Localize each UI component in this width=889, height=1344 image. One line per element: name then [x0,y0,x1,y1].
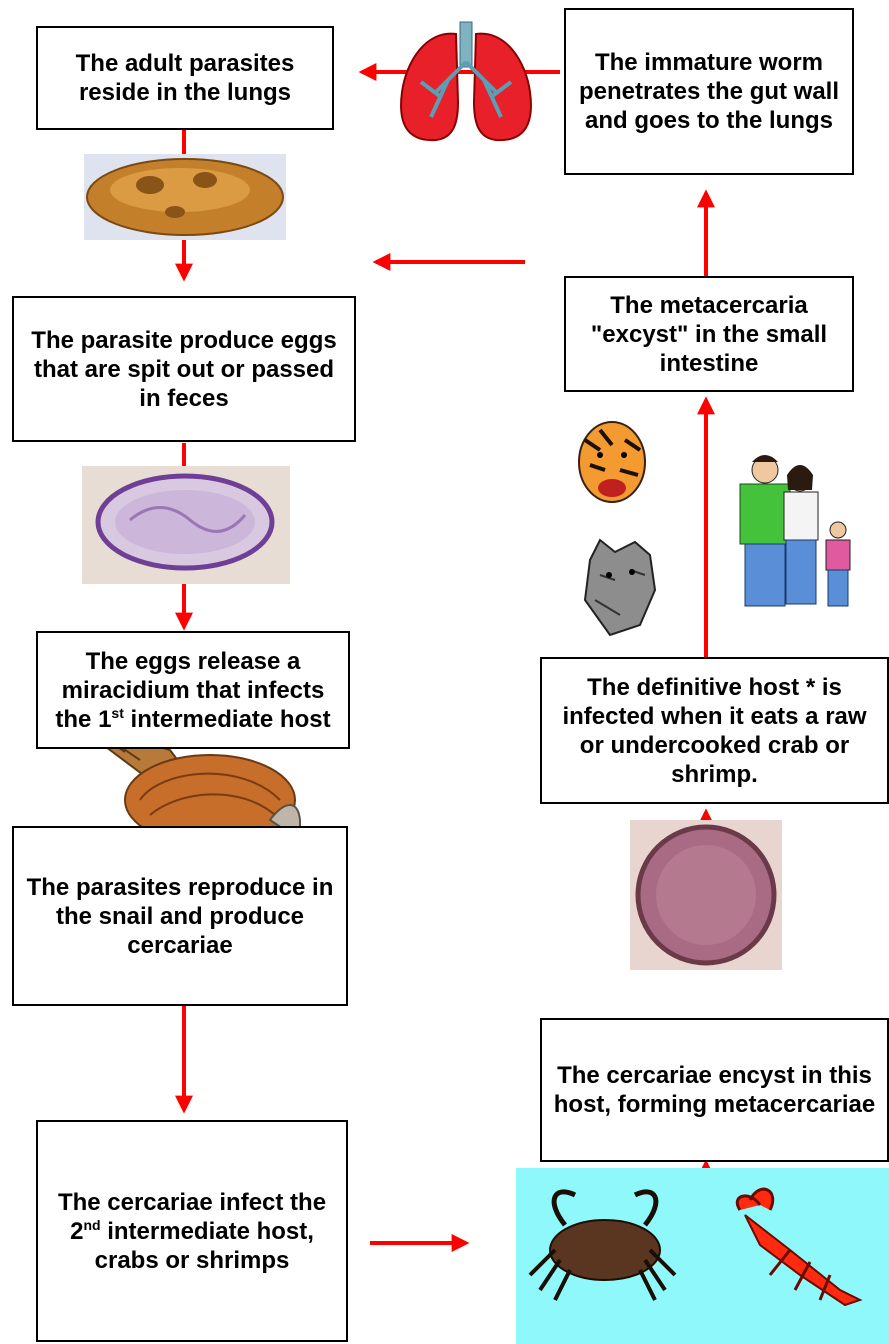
step-adult-lungs: The adult parasites reside in the lungs [36,26,334,130]
step-reproduce-snail-text: The parasites reproduce in the snail and… [24,873,336,960]
step-cercariae-infect-sup: nd [83,1217,100,1233]
adult-worm-image [84,154,286,240]
step-miracidium-text: The eggs release a miracidium that infec… [48,647,338,734]
step-adult-lungs-text: The adult parasites reside in the lungs [48,49,322,107]
step-metacercaria-excyst: The metacercaria "excyst" in the small i… [564,276,854,392]
step-cercariae-infect-after: intermediate host, crabs or shrimps [95,1218,314,1274]
metacercaria-micrograph [630,820,782,970]
step-miracidium: The eggs release a miracidium that infec… [36,631,350,749]
step-immature-worm: The immature worm penetrates the gut wal… [564,8,854,175]
step-metacercaria-excyst-text: The metacercaria "excyst" in the small i… [576,291,842,378]
step-definitive-host-text: The definitive host * is infected when i… [552,673,877,789]
step-immature-worm-text: The immature worm penetrates the gut wal… [576,48,842,135]
step-cercariae-infect: The cercariae infect the 2nd intermediat… [36,1120,348,1342]
step-cercariae-encyst-text: The cercariae encyst in this host, formi… [552,1061,877,1119]
step-produce-eggs-text: The parasite produce eggs that are spit … [24,326,344,413]
lungs-icon [401,22,531,140]
crab-crayfish-panel [516,1168,889,1344]
tiger-icon [579,422,645,502]
family-icon [740,455,850,606]
step-cercariae-infect-text: The cercariae infect the 2nd intermediat… [48,1188,336,1275]
wolf-icon [585,540,655,635]
step-miracidium-after: intermediate host [124,706,331,733]
step-definitive-host: The definitive host * is infected when i… [540,657,889,804]
egg-micrograph [82,466,290,584]
step-produce-eggs: The parasite produce eggs that are spit … [12,296,356,442]
step-cercariae-encyst: The cercariae encyst in this host, formi… [540,1018,889,1162]
step-miracidium-sup: st [111,705,123,721]
step-reproduce-snail: The parasites reproduce in the snail and… [12,826,348,1006]
